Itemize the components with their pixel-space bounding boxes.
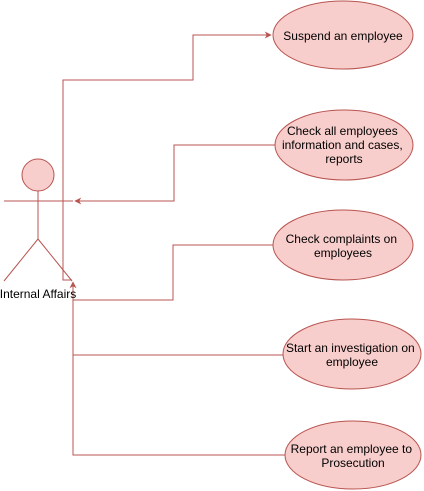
- use-case-check-complaints[interactable]: Check complaints on employees: [272, 209, 414, 281]
- use-case-check-complaints-label-1: Check complaints on: [286, 232, 397, 246]
- use-case-start-investigation-label-1: Start an investigation on: [286, 341, 415, 355]
- use-case-suspend-label: Suspend an employee: [283, 29, 403, 43]
- use-case-start-investigation[interactable]: Start an investigation on employee: [282, 318, 422, 390]
- use-case-check-all-label-3: reports: [325, 152, 362, 166]
- svg-text:Report an employee to Pr: Report an employee to Prosecution: [291, 442, 416, 470]
- actor-head: [21, 158, 55, 192]
- actor-body: [3, 191, 73, 282]
- connector-check-complaints: [73, 244, 273, 301]
- use-case-suspend[interactable]: Suspend an employee: [272, 0, 414, 70]
- connector-report: [69, 281, 285, 456]
- use-case-start-investigation-label-2: employee: [326, 355, 378, 369]
- actor-label: Internal Affairs: [0, 287, 76, 301]
- connector-check-all: [74, 144, 275, 205]
- use-case-check-all-label-1: Check all employees: [287, 124, 398, 138]
- use-case-check-all-label-2: information and cases,: [282, 138, 403, 152]
- connector-suspend: [62, 31, 272, 281]
- svg-text:Check complaints on empl: Check complaints on employees: [286, 232, 401, 260]
- svg-text:Suspend an employee: Suspend an employee: [283, 29, 403, 43]
- use-case-report-label-2: Prosecution: [321, 456, 384, 470]
- svg-text:Check all employees info: Check all employees information and case…: [282, 124, 406, 166]
- use-case-report-label-1: Report an employee to: [291, 442, 413, 456]
- connectors: [62, 31, 285, 456]
- actor-internal-affairs[interactable]: Internal Affairs: [0, 158, 76, 301]
- svg-text:Start an investigation on: Start an investigation on employee: [286, 341, 418, 369]
- use-case-report[interactable]: Report an employee to Prosecution: [284, 420, 422, 490]
- use-case-check-all[interactable]: Check all employees information and case…: [274, 109, 414, 181]
- use-case-check-complaints-label-2: employees: [314, 246, 372, 260]
